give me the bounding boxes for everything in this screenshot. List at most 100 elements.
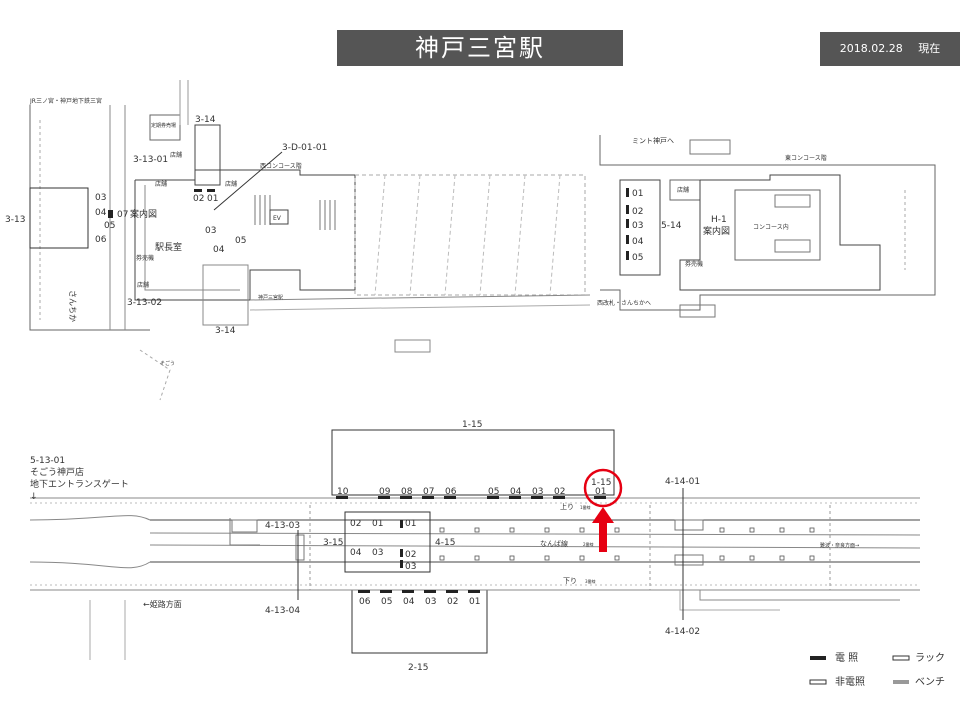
codes-03-04-05: 03 04 05: [205, 226, 246, 255]
box-code-04: 04: [350, 548, 362, 558]
shop-east-label: 店舗: [677, 186, 689, 194]
nanba-line-label: なんば線: [540, 539, 568, 548]
block-1-15: 1-15: [462, 420, 482, 430]
west-gate-label: 西改札・さんちかへ: [597, 299, 651, 307]
platform-top-codes: 10 09 08 07 06 05 04 03 02 01: [337, 487, 606, 497]
bottom-code-04: 04: [403, 597, 415, 607]
legend-bench: ベンチ: [915, 676, 945, 688]
bottom-code-02: 02: [447, 597, 458, 607]
track-3-label: 3番線: [585, 578, 596, 584]
top-code-10: 10: [337, 487, 349, 497]
block-3-14-bottom: 3-14: [215, 326, 236, 336]
code-07: 07: [117, 210, 128, 220]
legend-rack: ラック: [915, 652, 945, 664]
mint-label: ミント神戸へ: [632, 136, 674, 145]
code-06: 06: [95, 235, 107, 245]
status-text: 現在: [918, 42, 941, 55]
top-code-06: 06: [445, 487, 457, 497]
page-title: 神戸三宮駅: [337, 30, 623, 66]
highlight-arrow: [592, 507, 614, 552]
up-track-label: 上り: [560, 502, 574, 511]
bottom-code-06: 06: [359, 597, 371, 607]
box-code-03: 03: [372, 548, 383, 558]
block-3-d: 3-D-01-01: [282, 143, 327, 153]
nanba-direction-label: 難波・奈良方面→: [820, 542, 859, 549]
track-small-label: 神戸三宮駅: [258, 294, 283, 301]
legend-rack-swatch: [892, 655, 910, 661]
commuter-pass-label: 定期券売場: [151, 122, 176, 129]
block-4-14-02: 4-14-02: [665, 627, 700, 637]
box-code-02: 02: [350, 519, 361, 529]
code-03-mid: 03: [205, 226, 216, 236]
ticket-machine-west: 券売機: [136, 254, 154, 262]
highlight-label: 1-15: [591, 478, 611, 488]
block-4-15: 4-15: [435, 538, 455, 548]
code-04-mid: 04: [213, 245, 225, 255]
east-code-03: 03: [632, 221, 643, 231]
date-box: 2018.02.28 現在: [820, 32, 960, 66]
shop-west-4: 店舗: [137, 281, 149, 289]
sogo-gate: 地下エントランスゲート: [30, 478, 129, 490]
platform-bottom-codes: 06 05 04 03 02 01: [359, 597, 480, 607]
block-3-15: 3-15: [323, 538, 343, 548]
east-concourse-label: 東コンコース階: [785, 154, 827, 162]
top-code-07: 07: [423, 487, 434, 497]
east-code-02: 02: [632, 207, 643, 217]
top-code-05: 05: [488, 487, 499, 497]
station-master-label: 駅長室: [155, 241, 182, 253]
top-code-02: 02: [554, 487, 565, 497]
shop-west-1: 店舗: [170, 151, 182, 159]
sogo-arrow: ↓: [30, 492, 38, 502]
top-code-04: 04: [510, 487, 522, 497]
shop-west-2: 店舗: [155, 180, 167, 188]
lower-map: [29, 429, 921, 660]
east-code-04: 04: [632, 237, 644, 247]
box-right-01: 01: [405, 519, 416, 529]
code-05: 05: [104, 221, 115, 231]
sannomiya-west-codes: 03 04 05 06: [95, 193, 115, 245]
sanchika-label: さんちか: [68, 290, 77, 322]
code-03: 03: [95, 193, 106, 203]
bottom-code-01: 01: [469, 597, 480, 607]
lower-labels: 1-15 2-15 10 09 08 07 06 05 04 03 02 01 …: [30, 420, 859, 673]
code-04: 04: [95, 208, 107, 218]
sogo-name: そごう神戸店: [30, 466, 84, 478]
ticket-machine-east: 券売機: [685, 260, 703, 268]
box-codes-left: 02 01 04 03: [350, 519, 383, 558]
shop-west-3: 店舗: [225, 180, 237, 188]
bottom-code-03: 03: [425, 597, 436, 607]
track-2-label: 2番線: [583, 541, 594, 547]
block-4-14-01: 4-14-01: [665, 477, 700, 487]
top-code-09: 09: [379, 487, 391, 497]
legend-bench-swatch: [893, 680, 909, 684]
sogo-small-label: そごう: [160, 360, 175, 367]
pillars: [439, 527, 815, 561]
info-west-label: 案内図: [130, 208, 157, 220]
down-track-label: 下り: [563, 577, 577, 585]
block-3-13-02: 3-13-02: [127, 298, 162, 308]
ev-label: EV: [273, 215, 282, 222]
legend-lit: 電 照: [835, 652, 858, 664]
block-3-13: 3-13: [5, 215, 25, 225]
east-code-05: 05: [632, 253, 643, 263]
platform-marks: [336, 496, 606, 593]
area-west-label: JR三ノ宮・神戸地下鉄三宮: [29, 97, 102, 105]
sogo-code: 5-13-01: [30, 456, 65, 466]
info-east-label: 案内図: [703, 225, 730, 237]
box-codes-right: 01 02 03: [405, 519, 416, 572]
top-code-01: 01: [595, 487, 606, 497]
top-code-08: 08: [401, 487, 413, 497]
legend-unlit-swatch: [809, 679, 827, 685]
box-code-01: 01: [372, 519, 383, 529]
legend-unlit: 非電照: [835, 676, 865, 688]
block-3-13-01: 3-13-01: [133, 155, 168, 165]
legend: 電 照 ラック 非電照 ベンチ: [809, 652, 945, 688]
box-right-03: 03: [405, 562, 416, 572]
legend-lit-swatch: [810, 656, 826, 660]
east-code-01: 01: [632, 189, 643, 199]
upper-labels: JR三ノ宮・神戸地下鉄三宮 3-13 3-13-01 3-13-02 3-14 …: [5, 97, 827, 367]
top-code-03: 03: [532, 487, 543, 497]
box-right-02: 02: [405, 550, 416, 560]
codes-02-01-top: 02 01: [193, 194, 218, 204]
